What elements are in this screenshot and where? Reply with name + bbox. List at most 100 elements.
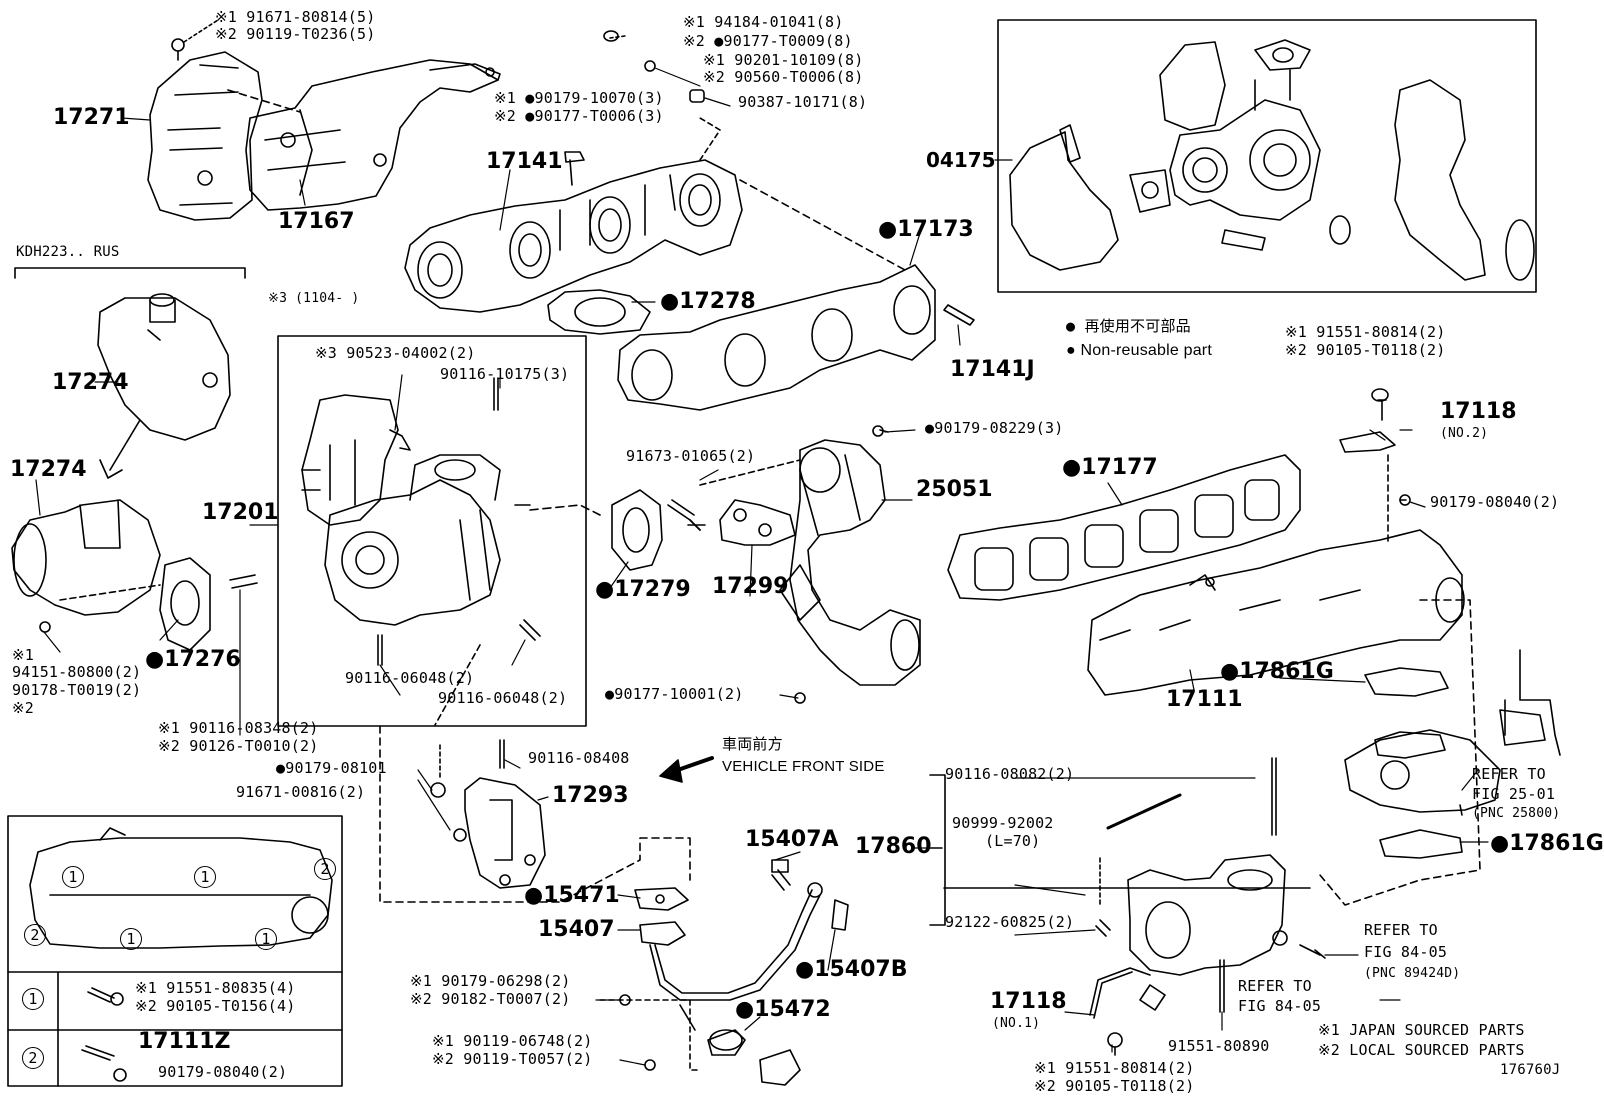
turbo-assembly-box: [997, 19, 1537, 293]
inset-row1-circle: 1: [22, 988, 44, 1010]
refer-84-05-a-line1: REFER TO: [1364, 921, 1438, 939]
egr-valve-drawing: [1344, 649, 1561, 816]
label-15471: ●15471: [524, 883, 620, 908]
elbow-17274-top-drawing: [97, 293, 231, 441]
gasket-17173-drawing: [617, 264, 936, 411]
part-90178-T0019: 90178-T0019(2): [12, 681, 142, 699]
kdh-note: KDH223.. RUS: [16, 244, 120, 260]
label-15407A: 15407A: [745, 827, 839, 852]
label-17861G-a: ●17861G: [1220, 659, 1334, 684]
part-90116-08348: ※1 90116-08348(2): [158, 719, 319, 737]
refer-25-01-line3: (PNC 25800): [1472, 806, 1561, 821]
legend-en: ● Non-reusable part: [1066, 342, 1212, 359]
part-92122-60825: 92122-60825(2): [945, 913, 1075, 931]
legend-jp: ● 再使用不可部品: [1066, 317, 1191, 335]
label-17860: 17860: [855, 834, 932, 859]
inset-icons: [81, 987, 127, 1082]
gasket-17861G-drawing: [1364, 667, 1463, 859]
part-90179-08229: ●90179-08229(3): [925, 419, 1064, 437]
part-90116-10175: 90116-10175(3): [440, 365, 570, 383]
catalytic-converter-25051-drawing: [779, 439, 921, 686]
front-label-en: VEHICLE FRONT SIDE: [722, 758, 885, 775]
label-15472: ●15472: [735, 997, 831, 1022]
part-90126-T0010: ※2 90126-T0010(2): [158, 737, 319, 755]
part-91671-00816: 91671-00816(2): [236, 783, 366, 801]
label-17118-top-sub: (NO.2): [1440, 426, 1489, 441]
label-17111Z: 17111Z: [138, 1029, 231, 1054]
part-94151-80800: 94151-80800(2): [12, 663, 142, 681]
label-17293: 17293: [552, 783, 629, 808]
heat-insulator-17167-drawing: [245, 59, 501, 211]
part-90179-08040-inset: 90179-08040(2): [158, 1063, 288, 1081]
part-90116-08408: 90116-08408: [528, 749, 630, 767]
label-17274-top: 17274: [52, 370, 129, 395]
part-91673-01065: 91673-01065(2): [626, 447, 756, 465]
label-17271: 17271: [53, 105, 130, 130]
part-90177-10001: ●90177-10001(2): [605, 685, 744, 703]
refer-84-05-b-line1: REFER TO: [1238, 977, 1312, 995]
part-90201-10109: ※1 90201-10109(8): [703, 51, 864, 69]
elbow-17274-bottom-drawing: [11, 499, 161, 616]
part-91551-80814-bottom: ※1 91551-80814(2): [1034, 1059, 1195, 1077]
label-17118-top: 17118: [1440, 399, 1517, 424]
label-17177: ●17177: [1062, 455, 1158, 480]
part-90182-T0007: ※2 90182-T0007(2): [410, 990, 571, 1008]
stud-17141J-drawing: [943, 304, 975, 326]
inset-circle-2a: 2: [314, 858, 336, 880]
part-91551-80890: 91551-80890: [1168, 1037, 1270, 1055]
part-90179-10070: ※1 ●90179-10070(3): [494, 89, 664, 107]
label-17279: ●17279: [595, 577, 691, 602]
part-90177-T0009: ※2 ●90177-T0009(8): [683, 32, 853, 50]
gasket-17177-drawing: [947, 454, 1301, 601]
part-91671-80814: ※1 91671-80814(5): [215, 8, 376, 26]
part-91551-80814-top: ※1 91551-80814(2): [1285, 323, 1446, 341]
refer-84-05-a-line2: FIG 84-05: [1364, 943, 1448, 961]
part-90560-T0006: ※2 90560-T0006(8): [703, 68, 864, 86]
part-90116-06048-b: 90116-06048(2): [438, 689, 568, 707]
inset-box: [7, 815, 343, 1087]
inset-circle-1c: 1: [120, 928, 142, 950]
bolt-17271-drawing: [171, 19, 219, 61]
label-17167: 17167: [278, 209, 355, 234]
label-17278: ●17278: [660, 289, 756, 314]
date-note: ※3 (1104- ): [268, 291, 360, 306]
part-94184-01041: ※1 94184-01041(8): [683, 13, 844, 31]
label-17201: 17201: [202, 500, 279, 525]
label-17118-bottom-sub: (NO.1): [992, 1016, 1041, 1031]
label-17276: ●17276: [145, 647, 241, 672]
intake-manifold-17111-drawing: [1087, 529, 1465, 696]
note-94151-pre: ※1: [12, 646, 34, 664]
part-90119-T0236: ※2 90119-T0236(5): [215, 25, 376, 43]
part-90999-92002: 90999-92002: [952, 814, 1054, 832]
part-90179-06298: ※1 90179-06298(2): [410, 972, 571, 990]
arrow-down-drawing: [99, 419, 141, 479]
bracket-17118-top-drawing: [1339, 388, 1396, 453]
sensor-17299-drawing: [719, 499, 796, 546]
heat-insulator-17271-drawing: [147, 51, 263, 221]
gasket-17278-drawing: [547, 289, 651, 335]
part-90387-10171: 90387-10171(8): [738, 93, 868, 111]
refer-25-01-line1: REFER TO: [1472, 765, 1546, 783]
label-15407: 15407: [538, 917, 615, 942]
bracket-17293-drawing: [464, 777, 546, 889]
label-04175: 04175: [926, 148, 996, 172]
figure-code: 176760J: [1500, 1062, 1561, 1078]
refer-84-05-a-line3: (PNC 89424D): [1364, 966, 1461, 981]
bracket-17118-bottom-drawing: [1089, 967, 1151, 1019]
part-90116-06048-a: 90116-06048(2): [345, 669, 475, 687]
part-90105-T0156: ※2 90105-T0156(4): [135, 997, 296, 1015]
pipe-15407-drawing: [634, 859, 849, 1086]
turbocharger-17201-drawing: [301, 394, 501, 626]
label-17111: 17111: [1166, 687, 1243, 712]
part-90179-08101: ●90179-08101: [276, 759, 387, 777]
part-90116-08082: 90116-08082(2): [945, 765, 1075, 783]
label-17173: ●17173: [878, 217, 974, 242]
inset-circle-1b: 1: [194, 866, 216, 888]
leader-lines: [35, 67, 1489, 1066]
inset-circle-1a: 1: [62, 866, 84, 888]
label-17118-bottom: 17118: [990, 989, 1067, 1014]
front-label-jp: 車両前方: [722, 735, 783, 753]
label-17274-bottom: 17274: [10, 457, 87, 482]
